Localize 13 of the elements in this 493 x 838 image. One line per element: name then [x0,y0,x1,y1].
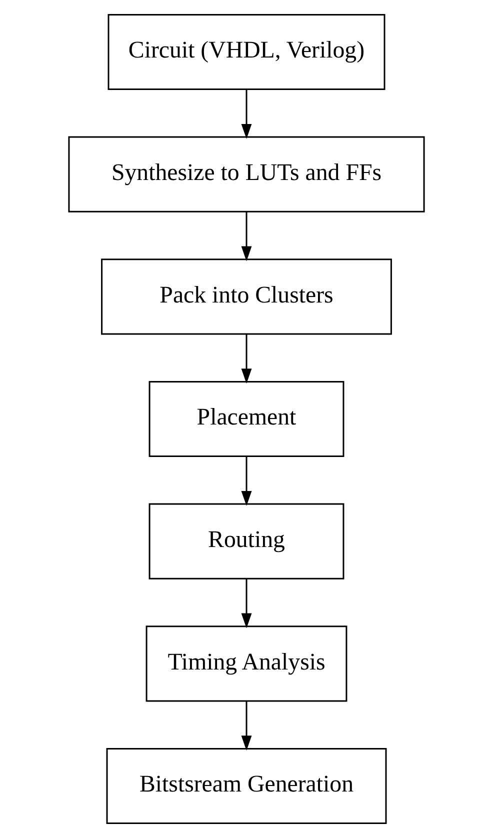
node-box: Synthesize to LUTs and FFs [68,136,425,212]
arrow [241,578,252,628]
arrow [241,456,252,506]
arrow [241,700,252,751]
node-box: Pack into Clusters [101,258,392,335]
node-box: Placement [148,380,344,458]
node-box: Bitstsream Generation [106,748,387,824]
node-box: Routing [148,503,344,580]
arrow [241,212,252,262]
node-box: Circuit (VHDL, Verilog) [108,14,386,90]
node-box: Timing Analysis [146,626,348,702]
arrow [241,89,252,139]
arrow [241,334,252,384]
